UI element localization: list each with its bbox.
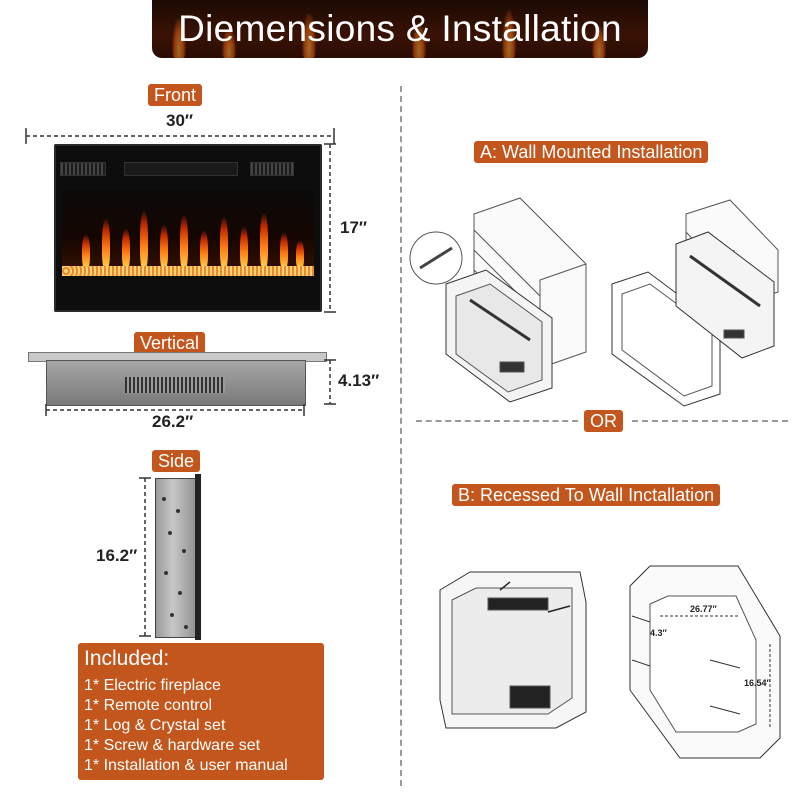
flame (240, 226, 248, 268)
side-flange (195, 474, 201, 640)
flame (280, 232, 288, 268)
flame (180, 214, 188, 268)
flame (200, 230, 208, 268)
side-view-image (155, 478, 199, 638)
or-label: OR (584, 410, 623, 432)
screw-hole (162, 497, 166, 501)
flame (82, 234, 90, 268)
screw-hole (164, 571, 168, 575)
page-title: Diemensions & Installation (178, 8, 622, 49)
fireplace-unit-recessed (439, 571, 587, 729)
vertical-grill (125, 377, 225, 393)
screw-hole (184, 625, 188, 629)
title-banner: Diemensions & Installation (152, 0, 648, 58)
front-vent-center (124, 162, 238, 176)
recessed-label: B: Recessed To Wall Inctallation (452, 484, 721, 506)
included-list: 1* Electric fireplace 1* Remote control … (84, 676, 288, 776)
wall-mounted-label: A: Wall Mounted Installation (474, 141, 709, 163)
banner-flame-decoration (222, 28, 236, 58)
banner-flame-decoration (172, 18, 186, 58)
front-vent-right (250, 162, 294, 176)
screw-detail (409, 231, 463, 285)
front-vent-left (60, 162, 106, 176)
front-height-dimension: 17″ (340, 218, 368, 237)
included-box: Included: 1* Electric fireplace 1* Remot… (78, 643, 324, 780)
flame (140, 210, 148, 268)
included-item: 1* Installation & user manual (84, 757, 288, 774)
screw-hole (176, 509, 180, 513)
flame-window (62, 190, 314, 276)
fireplace-unit-wall (445, 269, 553, 403)
flame (102, 218, 110, 268)
included-heading: Included: (84, 647, 170, 670)
included-item: 1* Screw & hardware set (84, 737, 261, 754)
banner-flame-decoration (592, 26, 606, 58)
vertical-width-dimension: 26.2″ (152, 412, 194, 431)
fireplace-unit-frame (675, 231, 775, 359)
vertical-depth-dimension: 4.13″ (338, 371, 380, 390)
screw-hole (170, 613, 174, 617)
flame (220, 216, 228, 268)
screw-hole (178, 591, 182, 595)
horizontal-divider-left (416, 420, 578, 422)
flame (260, 212, 268, 268)
recess-height-dimension: 16.54″ (744, 678, 771, 688)
front-label: Front (148, 84, 203, 106)
banner-flame-decoration (302, 13, 316, 58)
banner-flame-decoration (502, 10, 516, 58)
front-fireplace-image (54, 144, 322, 312)
included-item: 1* Remote control (84, 697, 213, 714)
front-width-dimension: 30″ (166, 111, 194, 130)
screw-hole (182, 549, 186, 553)
recess-width-dimension: 26.77″ (690, 604, 717, 614)
mounting-frame (611, 271, 721, 407)
included-item: 1* Electric fireplace (84, 677, 221, 694)
vertical-view-image (46, 360, 306, 406)
vertical-label: Vertical (134, 332, 206, 354)
side-label: Side (152, 450, 201, 472)
included-item: 1* Log & Crystal set (84, 717, 226, 734)
flame (296, 240, 304, 268)
recess-depth-dimension: 4.3″ (650, 628, 667, 638)
flame (122, 228, 130, 268)
crystal-bed (62, 266, 314, 276)
side-height-dimension: 16.2″ (96, 546, 138, 565)
vertical-divider (400, 86, 402, 786)
screw-hole (168, 531, 172, 535)
banner-flame-decoration (412, 23, 426, 58)
flame (160, 224, 168, 268)
wall-recess (629, 565, 781, 759)
horizontal-divider-right (632, 420, 788, 422)
